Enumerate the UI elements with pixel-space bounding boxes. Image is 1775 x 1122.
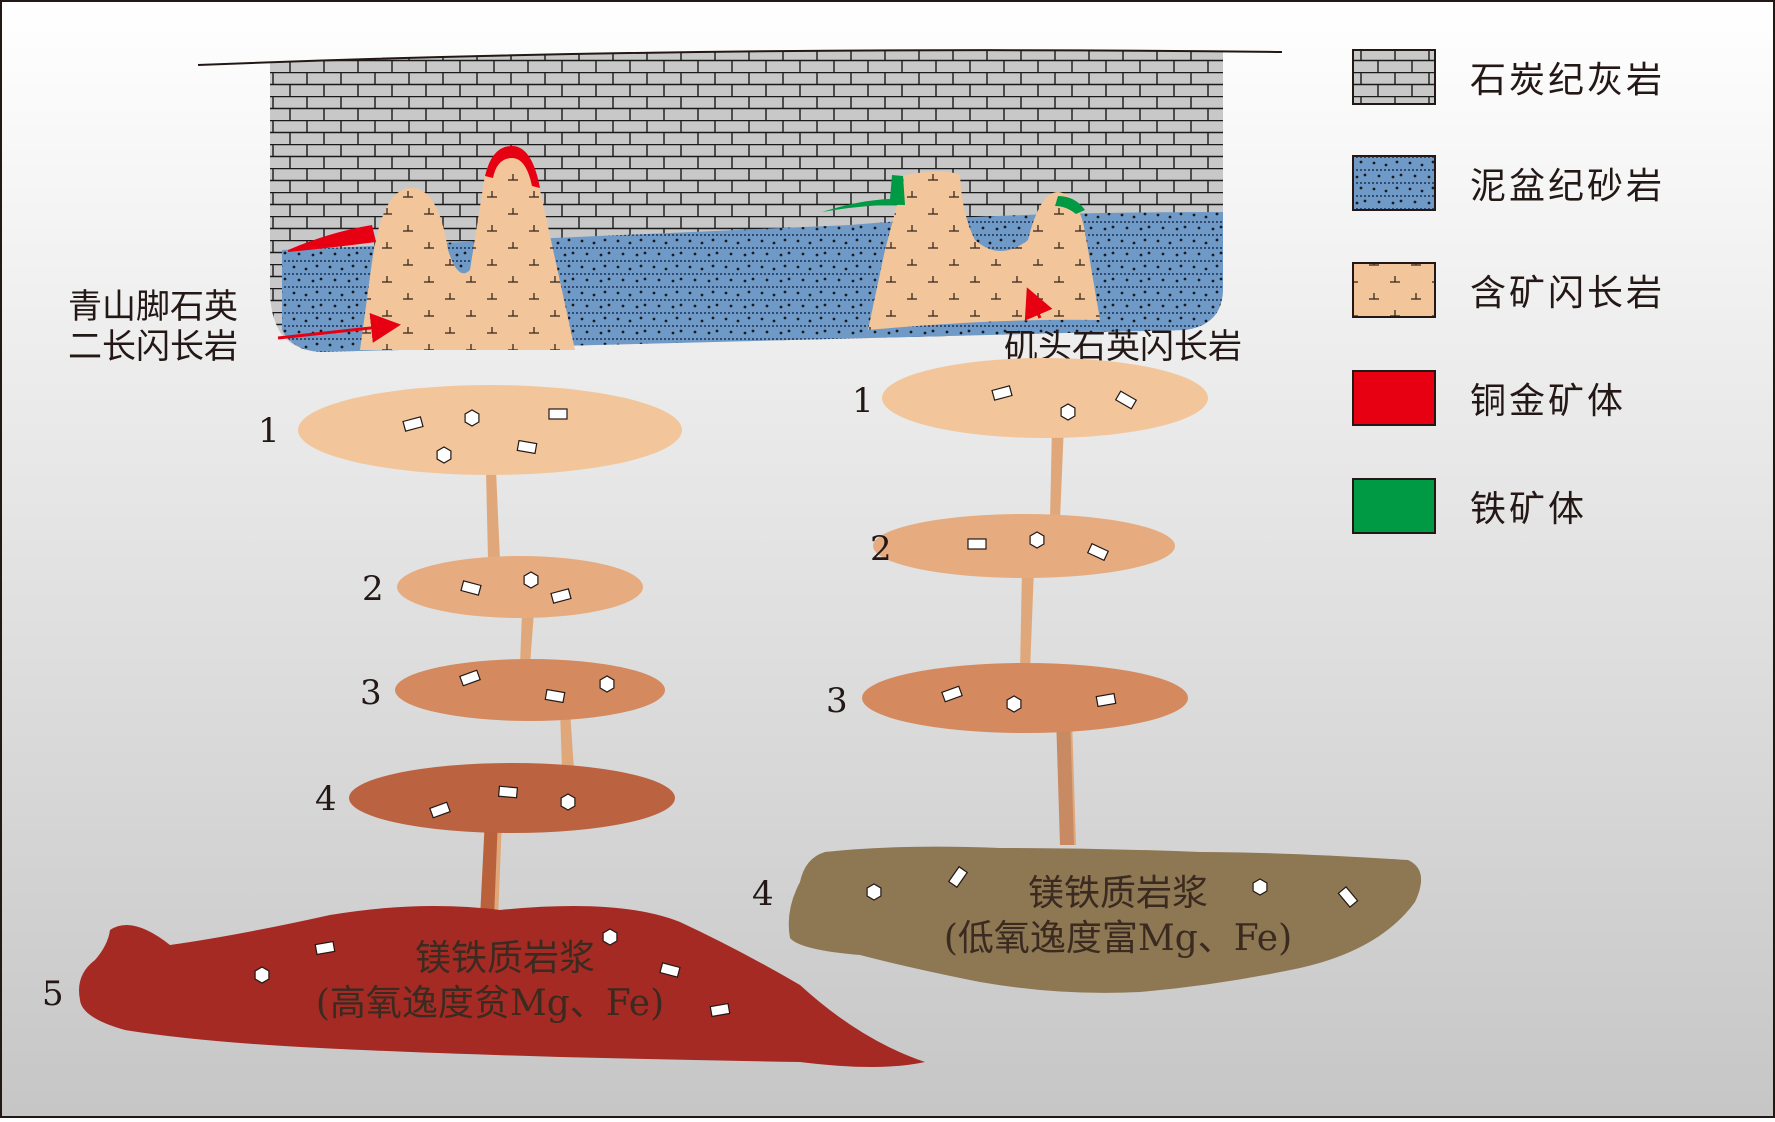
hexagonal-crystal (523, 571, 539, 589)
plagioclase-crystal (429, 801, 451, 819)
plagioclase-crystal (991, 385, 1013, 401)
left-chamber-3-number: 3 (360, 673, 382, 713)
left-source-number: 5 (42, 974, 64, 1014)
plagioclase-crystal (497, 785, 519, 799)
plagioclase-crystal (1095, 692, 1117, 708)
left-chamber-4-number: 4 (315, 779, 337, 819)
ground-surface (197, 49, 1283, 66)
plagioclase-crystal (1086, 542, 1110, 562)
cu-au-orebody-peak (485, 146, 540, 188)
arrow-qingshanjiao (277, 312, 401, 343)
left-chamber-2-number: 2 (362, 569, 384, 609)
legend-swatch-cu-au (1352, 370, 1436, 426)
plagioclase-crystal (402, 416, 424, 432)
crystal-symbols (254, 385, 1359, 1018)
left-chamber-1 (298, 385, 682, 475)
fe-orebody-right (1055, 196, 1085, 214)
legend: 石炭纪灰岩 泥盆纪砂岩 含矿闪长岩 铜金矿体 铁矿体 (1352, 49, 1665, 534)
hexagonal-crystal (599, 675, 615, 693)
plagioclase-crystal (967, 538, 987, 550)
left-magma-source (79, 906, 925, 1067)
right-chamber-1-number: 1 (852, 381, 874, 421)
plagioclase-crystal (548, 408, 568, 420)
plagioclase-crystal (314, 940, 336, 956)
right-chamber-3-number: 3 (826, 681, 848, 721)
geologic-cross-section (197, 49, 1283, 352)
fe-orebody-left (822, 175, 905, 212)
cu-au-orebody-left-flank (288, 225, 376, 252)
left-source-title: 镁铁质岩浆 (415, 938, 595, 979)
plagioclase-crystal (516, 439, 538, 455)
right-chamber-1 (882, 358, 1208, 438)
legend-label-fe: 铁矿体 (1470, 489, 1587, 530)
right-chamber-2-number: 2 (870, 529, 892, 569)
legend-label-cu-au: 铜金矿体 (1470, 381, 1626, 422)
arrow-jitou (1024, 287, 1053, 321)
label-qingshanjiao-2: 二长闪长岩 (68, 327, 238, 367)
hexagonal-crystal (464, 409, 480, 427)
qingshanjiao-intrusion (360, 148, 575, 350)
plagioclase-crystal (1337, 886, 1359, 908)
right-chamber-3 (862, 663, 1188, 733)
plagioclase-crystal (459, 669, 481, 687)
plagioclase-crystal (659, 962, 681, 978)
right-chamber-2 (873, 514, 1175, 578)
plagioclase-crystal (947, 865, 969, 889)
hexagonal-crystal (1252, 878, 1268, 896)
plagioclase-crystal (1114, 390, 1138, 410)
label-qingshanjiao-1: 青山脚石英 (68, 287, 238, 327)
legend-label-sandstone: 泥盆纪砂岩 (1470, 166, 1665, 207)
legend-swatch-diorite (1352, 262, 1436, 318)
left-conduit-deep (480, 818, 498, 918)
plagioclase-crystal (460, 580, 482, 596)
plagioclase-crystal (550, 588, 572, 604)
legend-swatch-fe (1352, 478, 1436, 534)
legend-swatch-sandstone (1352, 155, 1436, 211)
legend-label-limestone: 石炭纪灰岩 (1470, 60, 1665, 101)
hexagonal-crystal (436, 446, 452, 464)
hexagonal-crystal (1006, 695, 1022, 713)
hexagonal-crystal (602, 928, 618, 946)
hexagonal-crystal (1029, 531, 1045, 549)
left-source-subtitle: (高氧逸度贫Mg、Fe) (316, 983, 664, 1024)
left-chamber-1-number: 1 (258, 411, 280, 451)
plagioclase-crystal (544, 688, 566, 704)
left-chamber-4 (349, 763, 675, 833)
hexagonal-crystal (254, 966, 270, 984)
right-source-subtitle: (低氧逸度富Mg、Fe) (944, 918, 1292, 959)
left-magma-column (79, 385, 925, 1067)
right-source-title: 镁铁质岩浆 (1028, 873, 1208, 914)
hexagonal-crystal (1060, 403, 1076, 421)
left-chamber-3 (395, 659, 665, 721)
left-chamber-2 (397, 556, 643, 618)
legend-swatch-limestone (1352, 49, 1436, 105)
plagioclase-crystal (709, 1002, 731, 1018)
right-source-number: 4 (752, 874, 774, 914)
hexagonal-crystal (560, 793, 576, 811)
legend-label-diorite: 含矿闪长岩 (1470, 273, 1665, 314)
plagioclase-crystal (941, 685, 963, 703)
right-conduit-deep (1056, 716, 1074, 845)
hexagonal-crystal (866, 883, 882, 901)
